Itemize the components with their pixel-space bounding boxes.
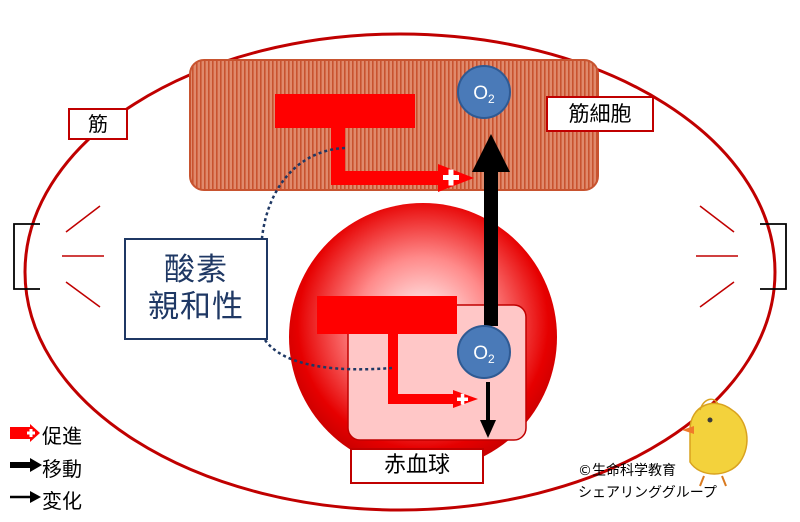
legend-move: 移動 xyxy=(8,453,82,482)
legend-promote-icon xyxy=(10,424,40,442)
plus-icon-muscle xyxy=(443,169,459,186)
o2-rbc-text: O2 xyxy=(473,343,495,366)
oxygen-affinity-line2: 親和性 xyxy=(148,289,244,325)
o2-rbc xyxy=(457,325,511,379)
plus-icon-rbc xyxy=(457,393,468,405)
affinity-connector-top xyxy=(260,146,346,239)
legend-promote: 促進 xyxy=(8,420,82,449)
promote-arrow-muscle xyxy=(331,128,440,185)
muscle-cell-label: 筋細胞 xyxy=(546,96,654,132)
legend-move-icon xyxy=(10,458,42,472)
legend-change-label: 変化 xyxy=(42,489,82,513)
o2-muscle-text: O2 xyxy=(473,83,495,106)
motion-lines-left xyxy=(62,205,104,308)
red-blood-cell-label: 赤血球 xyxy=(350,448,484,484)
legend-move-label: 移動 xyxy=(42,457,82,481)
oxygen-affinity-box: 酸素 親和性 xyxy=(124,238,268,340)
legend-promote-label: 促進 xyxy=(42,424,82,448)
credit-line1: ©生命科学教育 xyxy=(578,463,676,479)
myoglobin-bar xyxy=(275,94,415,128)
promote-arrow-rbc xyxy=(388,334,455,404)
credit-line2: シェアリンググループ xyxy=(578,485,717,501)
oxygen-affinity-line1: 酸素 xyxy=(164,252,228,289)
o2-muscle xyxy=(457,65,511,119)
tendon-left xyxy=(13,223,40,290)
change-arrowhead xyxy=(480,420,496,438)
legend-change-icon xyxy=(10,491,41,503)
muscle-label: 筋 xyxy=(68,108,128,140)
legend-change: 変化 xyxy=(8,485,82,514)
tendon-right xyxy=(760,223,787,290)
motion-lines-right xyxy=(696,205,738,308)
chick-mascot xyxy=(682,398,748,487)
move-arrowhead xyxy=(472,134,510,172)
hemoglobin-bar xyxy=(317,296,457,334)
